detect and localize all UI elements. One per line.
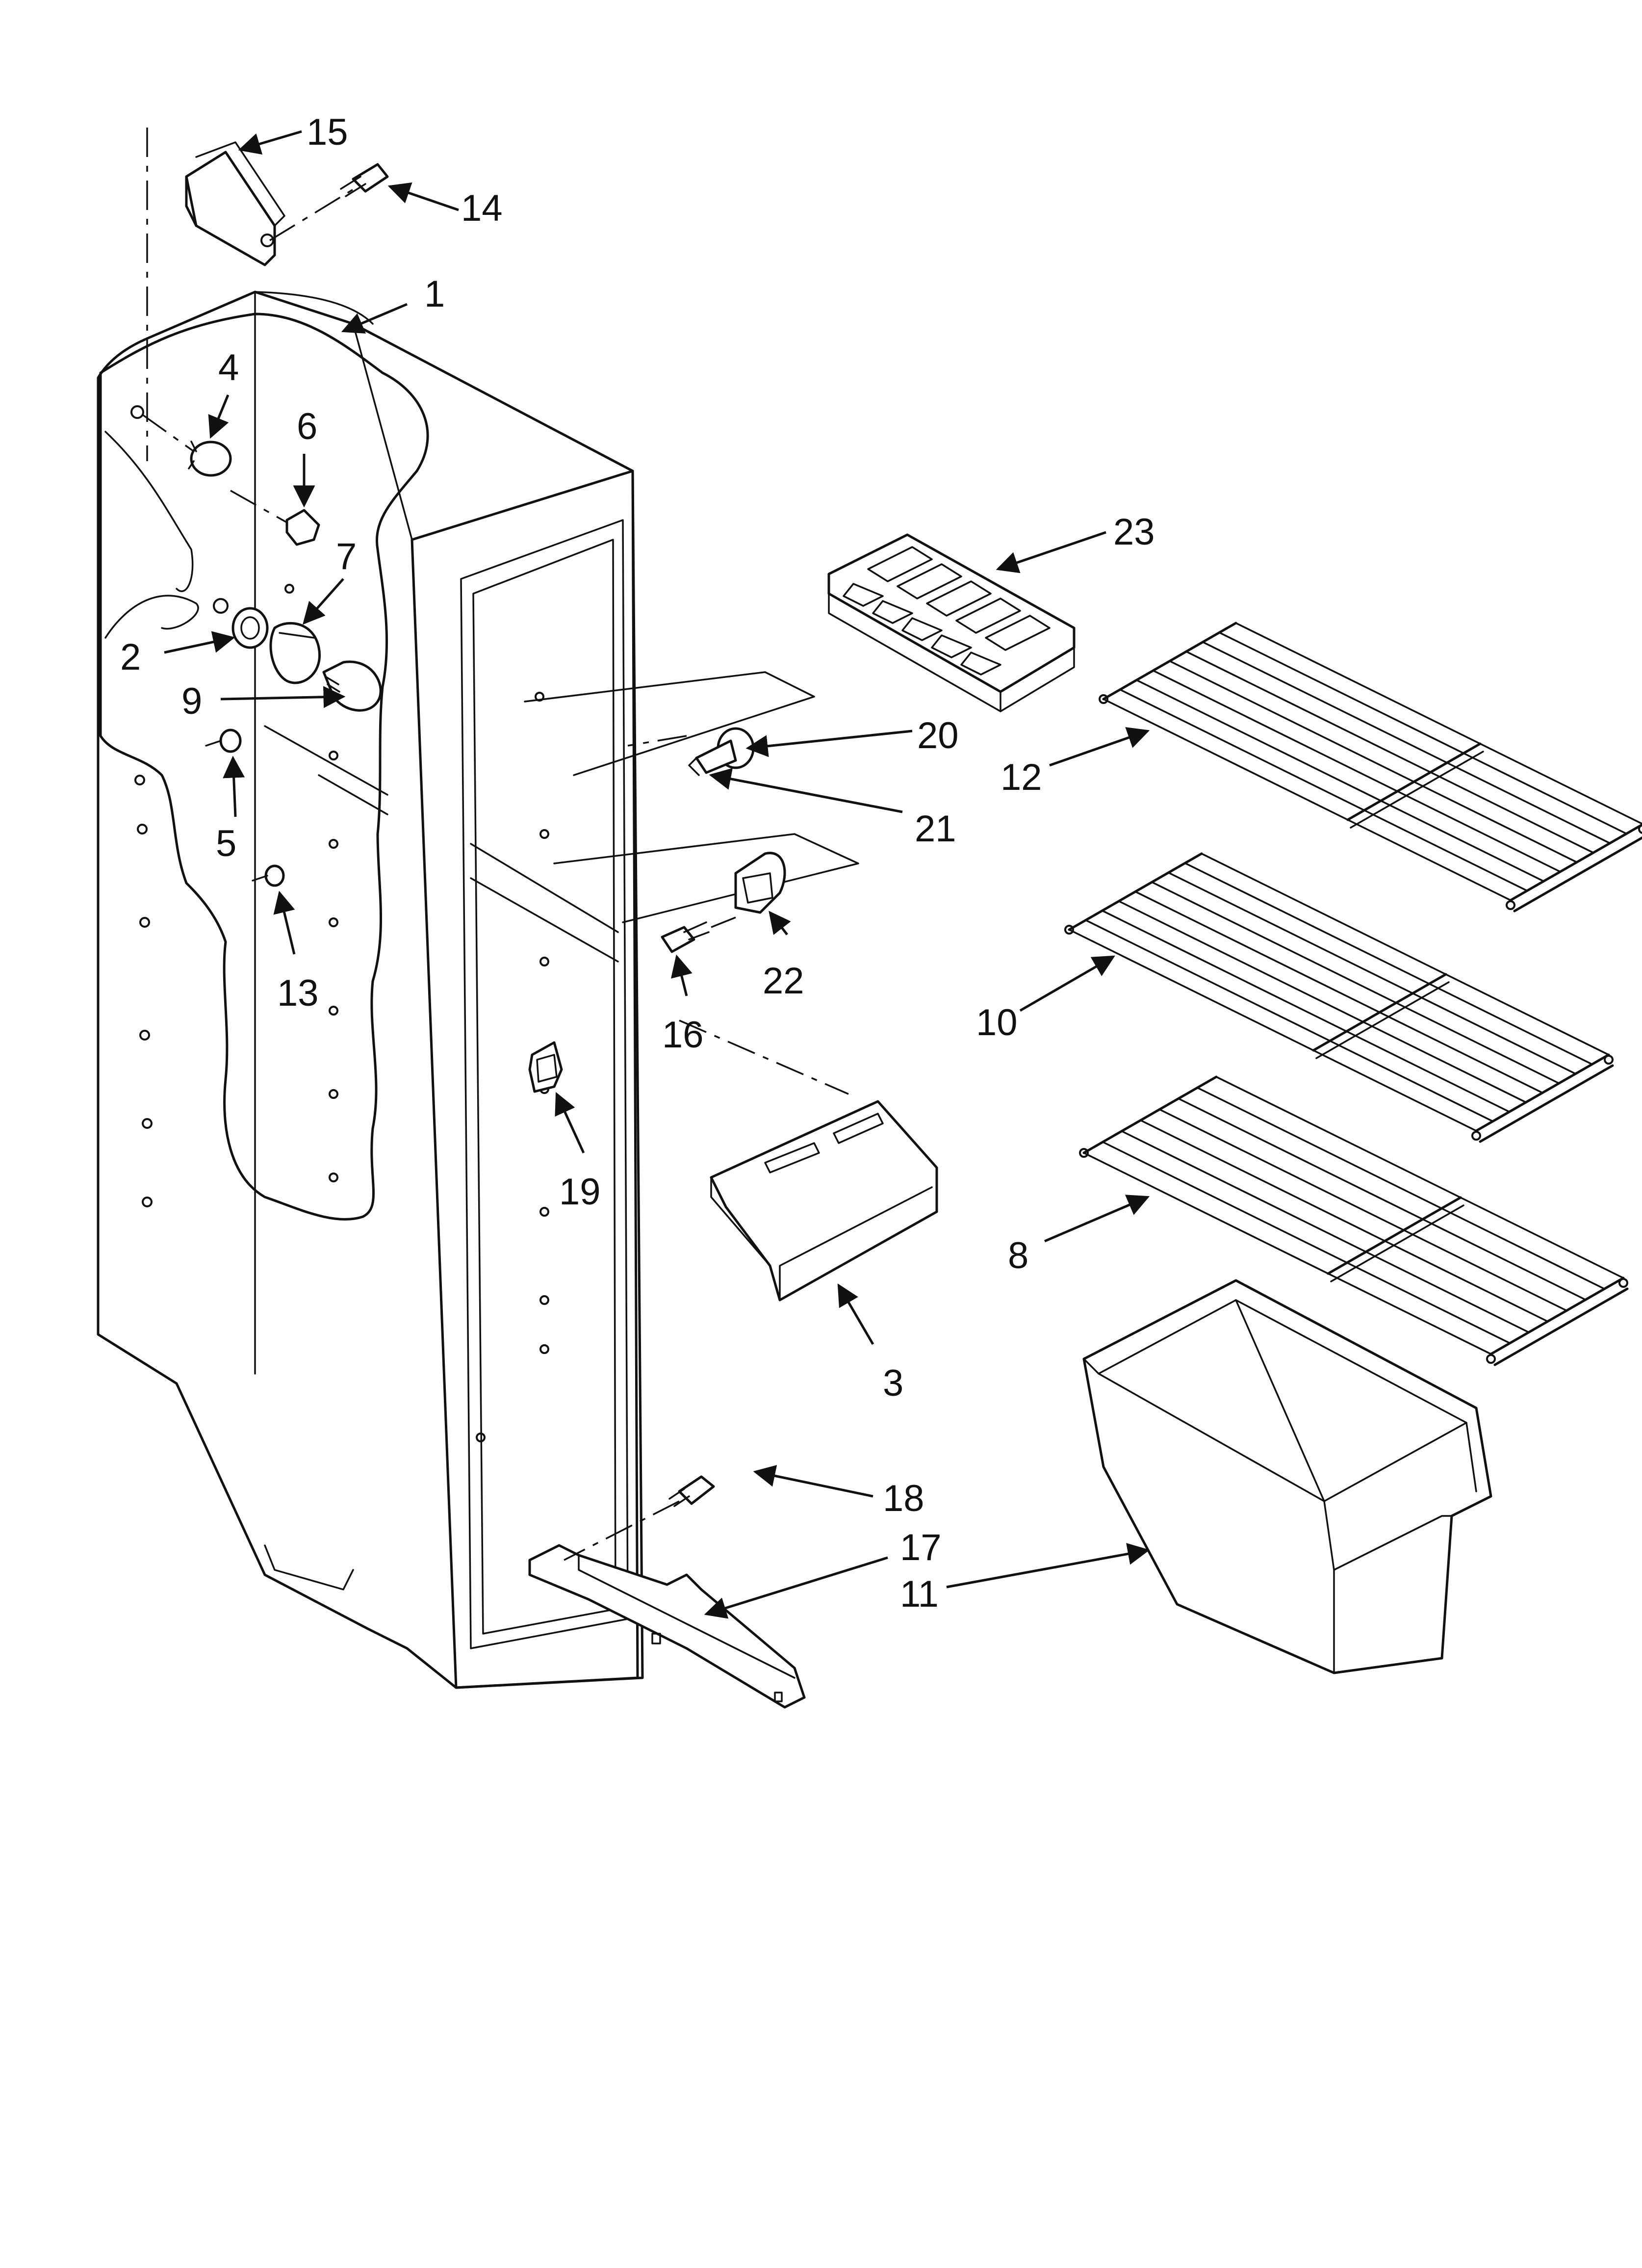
shelf-wire <box>1215 1076 1624 1279</box>
callout-10: 10 <box>976 1002 1018 1043</box>
callout-9: 9 <box>181 680 202 722</box>
shelf-rail-end <box>1471 1131 1481 1141</box>
callout-21: 21 <box>915 808 956 850</box>
bottom-rail-17 <box>528 1544 806 1709</box>
shelf-wire <box>1178 1097 1587 1301</box>
shelf-wire <box>1101 910 1511 1113</box>
shelf-rail-end <box>1099 694 1108 704</box>
shelf-wire <box>1083 1152 1492 1355</box>
wire-shelf-12 <box>1099 622 1642 912</box>
callout-15: 15 <box>307 111 348 153</box>
liner-holes <box>130 405 549 1442</box>
screw-14 <box>340 163 389 197</box>
shelf-wire <box>1184 862 1593 1066</box>
shelf-wire <box>1152 670 1561 873</box>
shelf-wire <box>1167 872 1577 1075</box>
top-hinge-bracket <box>185 141 285 266</box>
shelf-rail-front-lower <box>1479 1064 1614 1143</box>
callout-6: 6 <box>297 406 317 447</box>
shelf-rail-front-lower <box>1513 836 1642 912</box>
shelf-wire <box>1103 698 1512 901</box>
shelf-crossbar-lower <box>1330 1204 1464 1282</box>
switch-19 <box>528 1041 563 1093</box>
callout-12: 12 <box>1001 756 1042 798</box>
callout-14: 14 <box>461 187 503 229</box>
callout-5: 5 <box>216 823 236 864</box>
shelf-wire <box>1102 1141 1511 1344</box>
callout-3: 3 <box>883 1362 903 1404</box>
callout-1: 1 <box>424 273 445 315</box>
shelf-wire <box>1202 641 1611 844</box>
shelf-crossbar <box>1327 1196 1462 1275</box>
clip-6 <box>285 509 320 546</box>
ice-tray-cells <box>843 546 1051 676</box>
shelf-crossbar <box>1312 973 1447 1052</box>
shelf-wire <box>1201 853 1610 1056</box>
wire-shelf-8 <box>1079 1075 1629 1366</box>
callout-labels: 15 14 1 4 6 7 2 9 5 13 19 20 21 22 16 3 … <box>120 111 1155 1615</box>
pin-13 <box>252 864 285 887</box>
shelf-wire <box>1121 1130 1530 1333</box>
shelf-crossbar-lower <box>1315 981 1450 1059</box>
shelf-rail-end <box>1064 925 1074 935</box>
shelf-rail-end <box>1486 1354 1496 1364</box>
callout-16: 16 <box>662 1014 704 1056</box>
shelf-wire <box>1235 622 1642 825</box>
shelf-wire <box>1196 1087 1606 1290</box>
callout-leaders <box>164 130 1150 1619</box>
ice-cube-tray-23 <box>827 533 1076 712</box>
shelf-rail-front <box>1489 1277 1625 1356</box>
rail-support-20 <box>524 671 815 776</box>
ice-bin-support-3 <box>710 1100 938 1302</box>
screw-16 <box>661 921 710 953</box>
shelf-rail-end <box>1604 1055 1614 1065</box>
callout-23: 23 <box>1113 511 1155 553</box>
shelf-rail-end <box>1618 1278 1628 1288</box>
screw-18 <box>668 1475 715 1507</box>
shelf-rail-front-lower <box>1493 1287 1629 1366</box>
callout-20: 20 <box>917 715 959 756</box>
plug-4 <box>188 441 232 477</box>
shelf-wire <box>1119 688 1528 892</box>
shelf-wire <box>1135 679 1545 882</box>
light-housing-7 <box>269 622 321 684</box>
shelf-rail-back <box>1082 1075 1218 1154</box>
callout-8: 8 <box>1008 1235 1028 1277</box>
shelf-bracket-22 <box>553 833 859 923</box>
light-bulb-9 <box>322 660 382 712</box>
shelf-crossbar <box>1346 742 1482 821</box>
freezer-liner-cabinet <box>97 290 644 1689</box>
callout-7: 7 <box>336 536 357 577</box>
shelf-wire <box>1169 660 1578 863</box>
shelf-wire <box>1085 919 1494 1122</box>
shelf-wire <box>1151 881 1560 1084</box>
callout-4: 4 <box>218 347 239 389</box>
storage-bin-11 <box>1082 1279 1492 1674</box>
shelf-rail-end <box>1506 900 1515 910</box>
shelf-wire <box>1134 890 1543 1094</box>
shelf-crossbar-lower <box>1350 751 1484 829</box>
shelf-wire <box>1068 929 1477 1132</box>
shelf-wire <box>1218 631 1627 835</box>
callout-18: 18 <box>883 1478 924 1519</box>
callout-22: 22 <box>763 960 804 1002</box>
pin-5 <box>205 729 242 753</box>
callout-11: 11 <box>900 1573 939 1615</box>
shelf-rail-end <box>1079 1148 1089 1158</box>
callout-17: 17 <box>900 1527 942 1568</box>
shelf-wire <box>1185 651 1594 854</box>
callout-2: 2 <box>120 636 141 678</box>
light-socket-2 <box>213 598 269 649</box>
wire-shelf-10 <box>1064 852 1614 1143</box>
callout-19: 19 <box>559 1171 601 1213</box>
shelf-wire <box>1158 1108 1568 1312</box>
shelf-wire <box>1118 900 1527 1103</box>
shelf-wire <box>1139 1119 1549 1323</box>
shelf-rail-end <box>1638 824 1642 834</box>
callout-13: 13 <box>277 972 319 1014</box>
